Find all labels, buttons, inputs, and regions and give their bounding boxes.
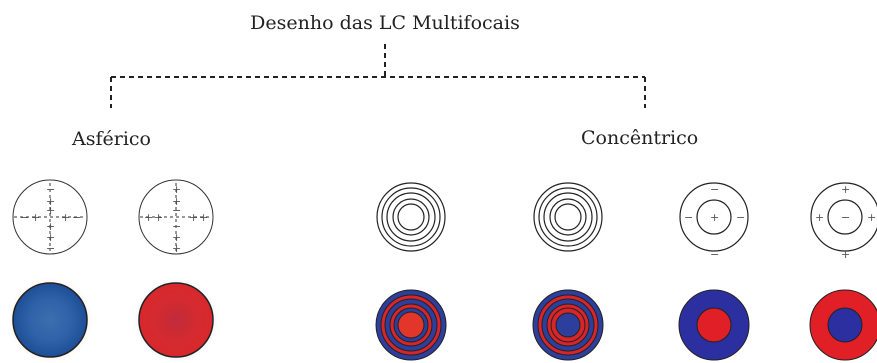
- svg-text:+: +: [172, 231, 181, 244]
- svg-text:−: −: [684, 211, 693, 224]
- svg-text:+: +: [46, 195, 55, 208]
- svg-text:+: +: [46, 220, 55, 233]
- concentric-lens-3-colored: [678, 289, 750, 361]
- diagram-title: Desenho das LC Multifocais: [250, 12, 520, 34]
- svg-text:+: +: [710, 211, 719, 224]
- svg-text:+: +: [189, 211, 198, 224]
- svg-text:+: +: [46, 204, 55, 217]
- concentric-lens-1-colored: [375, 289, 447, 361]
- svg-text:−: −: [710, 248, 719, 261]
- svg-text:+: +: [815, 211, 824, 224]
- svg-text:−: −: [46, 183, 55, 196]
- svg-text:−: −: [72, 211, 81, 224]
- category-label-aspheric: Asférico: [72, 128, 151, 150]
- svg-text:−: −: [841, 211, 850, 224]
- aspheric-lens-2-colored: [132, 276, 220, 363]
- aspheric-lens-2-schematic: [138, 179, 214, 255]
- concentric-lens-3-schematic: + − − − −: [679, 182, 749, 261]
- svg-text:−: −: [172, 220, 181, 233]
- svg-text:+: +: [154, 211, 163, 224]
- category-label-concentric: Concêntrico: [581, 127, 699, 149]
- concentric-lens-4-colored: [809, 289, 877, 361]
- concentric-lens-1-schematic: [376, 182, 446, 252]
- svg-text:+: +: [867, 211, 876, 224]
- svg-text:+: +: [144, 211, 153, 224]
- concentric-lens-4-schematic: − + + + +: [810, 182, 877, 261]
- tree-connectors: [110, 44, 646, 108]
- svg-text:+: +: [172, 195, 181, 208]
- svg-text:+: +: [841, 248, 850, 261]
- svg-text:−: −: [172, 204, 181, 217]
- svg-text:+: +: [61, 211, 70, 224]
- svg-text:+: +: [172, 242, 181, 255]
- svg-text:−: −: [736, 211, 745, 224]
- concentric-lens-2-schematic: [533, 182, 603, 252]
- concentric-lens-2-colored: [532, 289, 604, 361]
- aspheric-lens-1-signs: − + + + + − − + + −: [20, 183, 81, 255]
- svg-text:−: −: [46, 242, 55, 255]
- svg-text:−: −: [710, 183, 719, 196]
- aspheric-lens-2-signs: + + − − + + + + + +: [144, 183, 208, 255]
- aspheric-lens-1-colored: [6, 276, 94, 363]
- aspheric-lens-1-schematic: [12, 179, 88, 255]
- svg-text:+: +: [199, 211, 208, 224]
- svg-text:+: +: [46, 231, 55, 244]
- svg-text:−: −: [20, 211, 29, 224]
- svg-text:+: +: [31, 211, 40, 224]
- svg-text:+: +: [172, 183, 181, 196]
- svg-text:+: +: [841, 183, 850, 196]
